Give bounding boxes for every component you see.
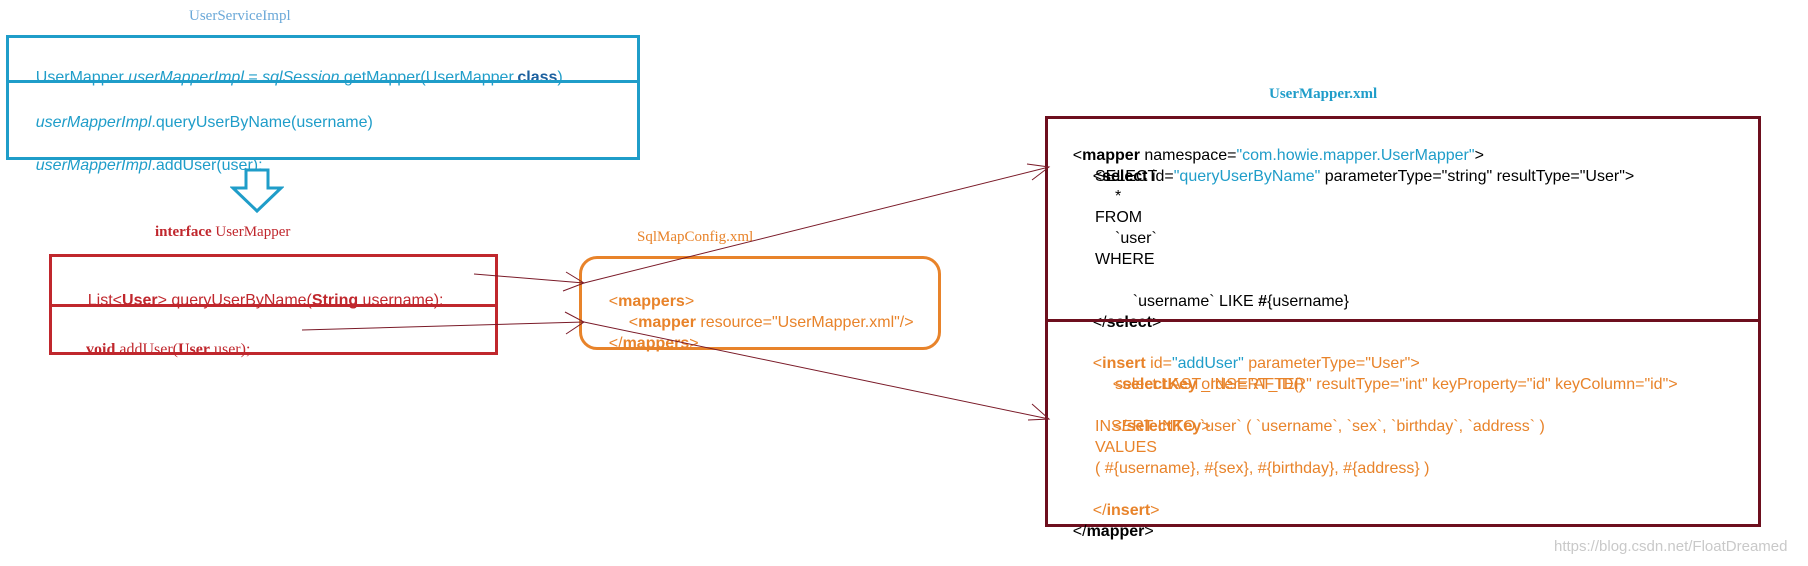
insert-tag: insert	[1106, 502, 1151, 519]
sql-where: WHERE	[1095, 251, 1155, 268]
select-tag: select	[1102, 168, 1148, 185]
select-tag: select	[1106, 314, 1152, 331]
arrow-query-to-config	[473, 273, 585, 284]
config-box: <mappers> <mapper resource="UserMapper.x…	[579, 256, 941, 352]
config-mappers-close: </mappers>	[591, 312, 699, 375]
sql-from: FROM	[1095, 209, 1143, 226]
service-query-line: userMapperImpl.queryUserByName(username)	[18, 91, 373, 154]
interface-title: interface UserMapper	[155, 224, 290, 241]
gt: >	[1474, 147, 1484, 164]
gt: >	[684, 293, 695, 310]
selectkey-attrs: order="AFTER" resultType="int" keyProper…	[1196, 376, 1678, 393]
interface-box: List<User> queryUserByName(String userna…	[49, 254, 498, 358]
sql-star: *	[1115, 188, 1122, 205]
id-attr: id=	[1145, 355, 1172, 372]
interface-keyword: interface	[155, 224, 212, 240]
down-arrow-icon	[230, 168, 284, 214]
xml-insert-open: <insert id="addUser" parameterType="User…	[1075, 332, 1420, 395]
arrowhead-add	[564, 311, 585, 335]
arrowhead-insert	[1027, 403, 1051, 421]
iface-add-method: void addUser(User user);	[70, 318, 250, 381]
var-usermapperimpl: userMapperImpl	[35, 114, 152, 131]
where-column: `username` LIKE	[1132, 293, 1259, 310]
gt: >	[1150, 502, 1160, 519]
gt: >	[689, 335, 699, 352]
xml-selectkey-close: </selectKey>	[1095, 395, 1211, 458]
arrow-add-to-config	[301, 321, 585, 331]
void-keyword: void	[86, 341, 116, 358]
gt: >	[1144, 523, 1154, 540]
id-value: "addUser"	[1171, 355, 1244, 372]
query-call: .queryUserByName(username)	[151, 114, 373, 131]
insert-sql-2: VALUES	[1095, 439, 1157, 456]
xml-root-close: </mapper>	[1055, 500, 1154, 563]
config-mapper-resource: <mapper resource="UserMapper.xml"/>	[611, 291, 914, 354]
lt: <	[1092, 168, 1103, 185]
gt: >	[1151, 314, 1162, 331]
lt: <	[1112, 376, 1123, 393]
lt: </	[1072, 523, 1087, 540]
mapper-tag: mapper	[1082, 147, 1140, 164]
insert-attrs: parameterType="User">	[1243, 355, 1420, 372]
var-usermapperimpl: userMapperImpl	[35, 157, 152, 174]
mapper-tag: mapper	[1086, 523, 1145, 540]
iface-divider	[52, 304, 495, 307]
gt: >	[1201, 418, 1211, 435]
service-box: UserMapper userMapperImpl = sqlSession.g…	[6, 35, 640, 174]
id-value: "queryUserByName"	[1173, 168, 1321, 185]
xml-select-close: </select>	[1075, 291, 1162, 354]
add-signature: addUser(	[115, 341, 178, 358]
xml-divider	[1048, 319, 1758, 322]
sql-where-cond: `username` LIKE #{username}	[1115, 270, 1349, 333]
sql-select: SELECT	[1095, 168, 1158, 185]
lt: </	[1092, 314, 1107, 331]
select-attrs: parameterType="string" resultType="User"…	[1320, 168, 1635, 185]
mappers-tag: mappers	[622, 335, 690, 352]
selectkey-body: select LAST_INSERT_ID()	[1115, 376, 1305, 393]
mappers-tag: mappers	[618, 293, 685, 310]
insert-sql-3: ( #{username}, #{sex}, #{birthday}, #{ad…	[1095, 460, 1430, 477]
service-title: UserServiceImpl	[189, 8, 291, 24]
hash-sign: #	[1258, 293, 1268, 310]
insert-tag: insert	[1102, 355, 1146, 372]
arrowhead-select	[1026, 163, 1051, 181]
param-user: user);	[209, 341, 251, 358]
service-divider	[9, 80, 637, 83]
config-mappers-open: <mappers>	[591, 270, 694, 333]
config-title: SqlMapConfig.xml	[637, 229, 754, 245]
arrow-config-to-insert	[583, 321, 1050, 420]
watermark: https://blog.csdn.net/FloatDreamed	[1554, 538, 1788, 555]
service-add-line: userMapperImpl.addUser(user);	[18, 134, 263, 197]
xml-insert-close: </insert>	[1075, 479, 1160, 542]
where-param: {username}	[1267, 293, 1349, 310]
sql-table: `user`	[1115, 230, 1157, 247]
resource-attr: resource="UserMapper.xml"/>	[695, 314, 914, 331]
close-paren: )	[557, 69, 563, 86]
xml-selectkey-open: <selectKey order="AFTER" resultType="int…	[1095, 353, 1678, 416]
id-attr: id=	[1147, 168, 1174, 185]
lt: </	[1092, 502, 1107, 519]
selectkey-tag: selectKey	[1126, 418, 1202, 435]
mapper-tag: mapper	[638, 314, 696, 331]
add-call: .addUser(user);	[151, 157, 263, 174]
lt: </	[608, 335, 623, 352]
equals-sign: =	[243, 69, 263, 86]
lt: </	[1112, 418, 1127, 435]
xml-select-open: <select id="queryUserByName" parameterTy…	[1075, 145, 1634, 208]
xml-root-open: <mapper namespace="com.howie.mapper.User…	[1055, 124, 1484, 187]
insert-sql-1: INSERT INTO `user` ( `username`, `sex`, …	[1095, 418, 1545, 435]
lt: <	[608, 293, 619, 310]
arrow-config-to-select	[583, 166, 1050, 284]
namespace-value: "com.howie.mapper.UserMapper"	[1236, 147, 1475, 164]
user-type: User	[177, 341, 210, 358]
interface-name: UserMapper	[215, 224, 291, 240]
lt: <	[1092, 355, 1103, 372]
xml-title: UserMapper.xml	[1269, 86, 1378, 102]
xml-box: <mapper namespace="com.howie.mapper.User…	[1045, 116, 1761, 540]
namespace-attr: namespace=	[1139, 147, 1237, 164]
lt: <	[628, 314, 639, 331]
lt: <	[1072, 147, 1083, 164]
selectkey-tag: selectKey	[1122, 376, 1197, 393]
